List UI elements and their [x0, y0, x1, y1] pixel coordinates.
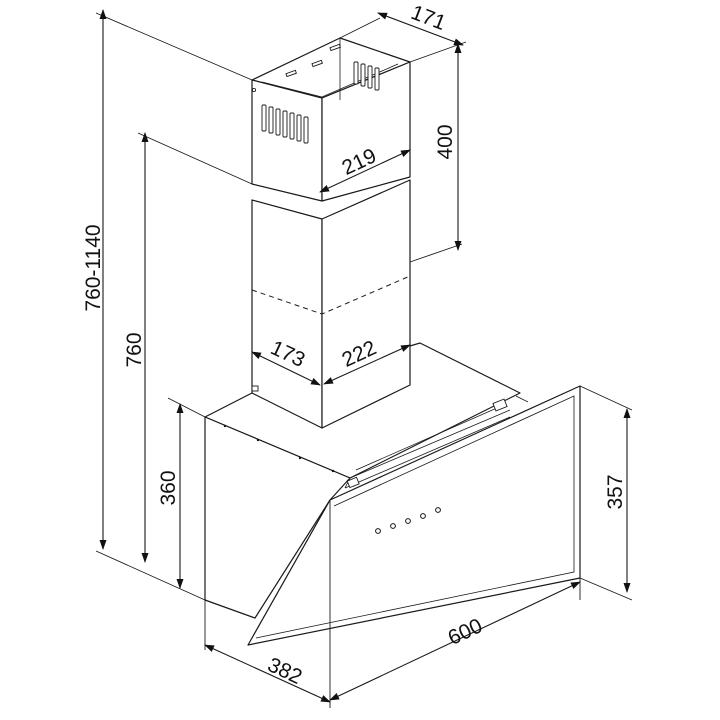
control-button-icon — [375, 528, 381, 534]
upper-chimney-rim — [261, 63, 399, 98]
control-button-icon — [435, 507, 441, 513]
control-button-icon — [390, 523, 396, 529]
label-upper-chimney-height: 400 — [434, 124, 457, 159]
lower-chimney-left-face — [251, 199, 323, 429]
hood-body — [204, 342, 529, 619]
dim-line-depth — [204, 644, 331, 703]
upper-chimney — [251, 37, 411, 202]
hinge-right — [492, 398, 508, 412]
label-depth: 382 — [264, 653, 305, 689]
telescope-overlap-line — [251, 275, 411, 315]
label-hood-height: 760 — [123, 332, 146, 367]
dimension-lines — [99, 8, 631, 703]
upper-chimney-left-face — [251, 79, 323, 202]
dim-line-lower-chimney-width — [323, 344, 411, 385]
lower-chimney-right-face — [321, 179, 411, 429]
dim-line-width — [329, 581, 581, 701]
dim-line-lower-chimney-depth — [251, 351, 321, 386]
vent-slots-back — [353, 61, 380, 91]
body-bottom-edge — [204, 599, 256, 619]
dim-line-upper-chimney-width — [319, 149, 411, 193]
label-panel-height: 357 — [604, 474, 627, 509]
vent-slots-left — [261, 104, 309, 144]
label-body-height: 360 — [157, 470, 180, 505]
body-top-rail-lower — [344, 416, 511, 489]
lower-chimney — [251, 179, 411, 429]
body-side-wall — [204, 416, 351, 619]
hinge-left — [346, 476, 360, 489]
label-overall-height: 760-1140 — [82, 224, 105, 311]
control-button-icon — [405, 518, 411, 524]
body-rivets — [223, 424, 335, 473]
control-button-icon — [420, 513, 426, 519]
control-panel — [375, 507, 441, 534]
lower-chimney-clip — [251, 385, 259, 392]
label-width: 600 — [445, 614, 486, 650]
mounting-holes — [251, 43, 341, 93]
body-top-rail — [344, 395, 529, 489]
dim-line-upper-chimney-depth — [377, 12, 464, 46]
label-upper-chimney-depth: 171 — [408, 1, 449, 35]
